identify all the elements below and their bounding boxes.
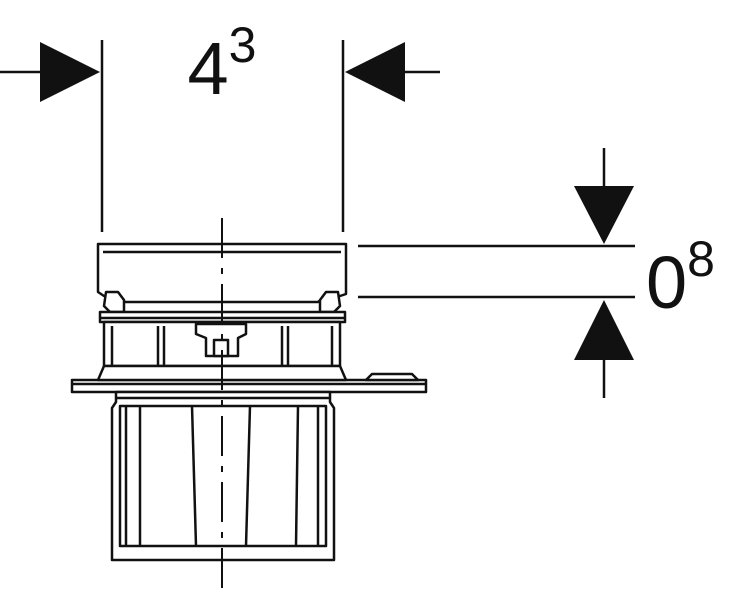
flange	[70, 364, 428, 394]
width-arrowhead-right	[345, 42, 405, 102]
height-arrowhead-bottom	[574, 300, 634, 360]
width-dimension-label: 43	[188, 17, 257, 110]
height-dimension	[358, 148, 635, 398]
height-dimension-value: 0	[646, 241, 687, 324]
width-dimension	[0, 40, 440, 232]
pipe-rib	[190, 405, 198, 547]
height-dimension-label: 08	[646, 231, 715, 324]
height-arrowhead-top	[574, 186, 634, 244]
pipe-rib	[294, 405, 300, 547]
height-dimension-superscript: 8	[687, 231, 715, 287]
outlet-pipe-outline	[110, 390, 336, 562]
width-dimension-superscript: 3	[229, 17, 257, 73]
outlet-pipe-inner	[118, 404, 328, 548]
right-clip	[318, 290, 342, 314]
flange-tab	[364, 372, 420, 382]
pipe-rib	[244, 405, 252, 547]
outlet-pipe	[110, 390, 336, 562]
left-clip	[102, 290, 126, 314]
width-arrowhead-left	[40, 42, 100, 102]
width-dimension-value: 4	[188, 27, 229, 110]
flange-outline	[70, 378, 428, 394]
